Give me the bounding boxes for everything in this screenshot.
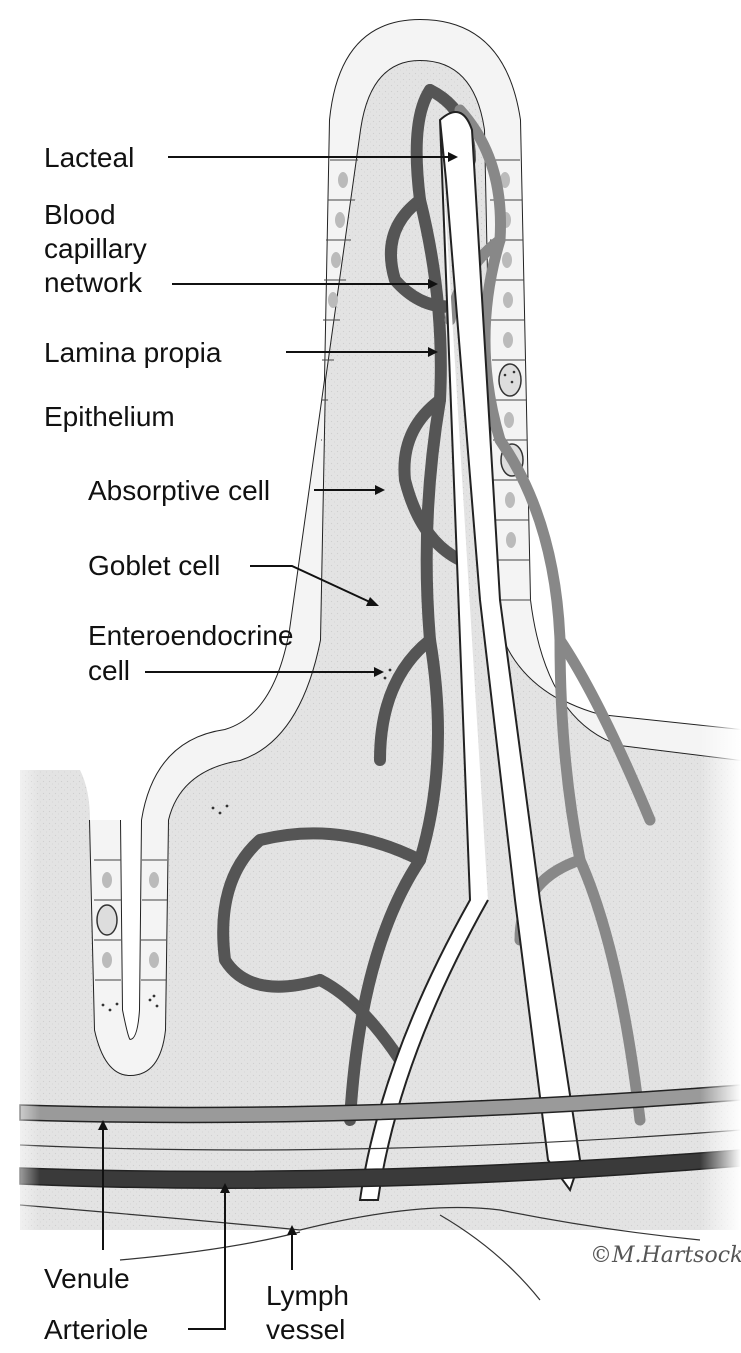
label-goblet-cell: Goblet cell	[88, 550, 220, 581]
label-lymph-2: vessel	[266, 1314, 345, 1345]
label-venule: Venule	[44, 1263, 130, 1294]
label-lacteal: Lacteal	[44, 142, 134, 173]
label-blood-1: Blood	[44, 199, 116, 230]
label-blood-3: network	[44, 267, 143, 298]
label-epithelium: Epithelium	[44, 401, 175, 432]
label-lamina-propia: Lamina propia	[44, 337, 222, 368]
artist-signature: ©M.Hartsock	[590, 1243, 741, 1268]
label-blood-2: capillary	[44, 233, 147, 264]
label-arteriole: Arteriole	[44, 1314, 148, 1345]
label-enteroendocrine-2: cell	[88, 655, 130, 686]
label-enteroendocrine-1: Enteroendocrine	[88, 620, 293, 651]
label-lymph-1: Lymph	[266, 1280, 349, 1311]
label-absorptive-cell: Absorptive cell	[88, 475, 270, 506]
